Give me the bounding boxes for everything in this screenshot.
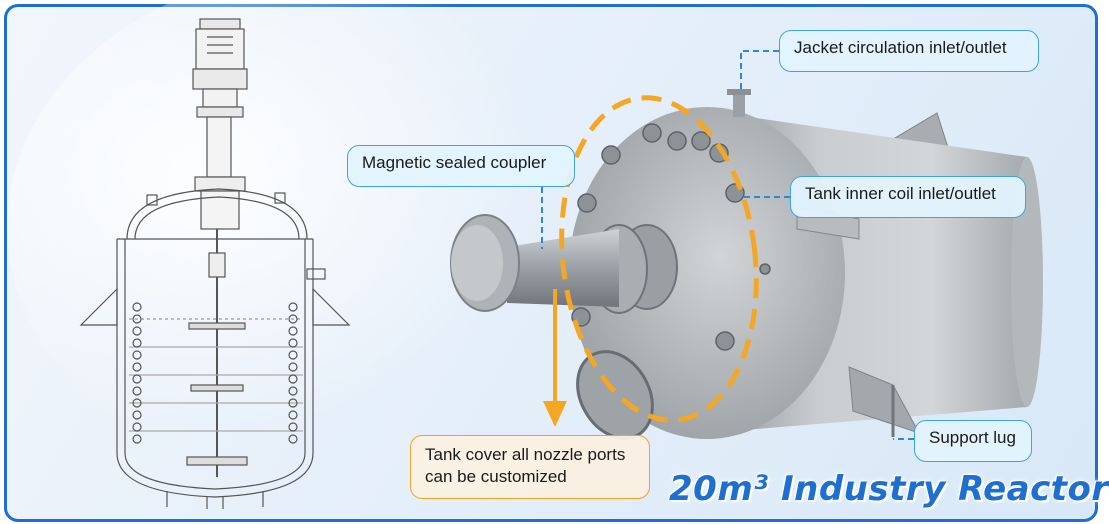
leader-jacket <box>740 50 779 89</box>
callout-jacket-circulation: Jacket circulation inlet/outlet <box>779 30 1039 72</box>
callout-nozzle-line2: can be customized <box>425 467 567 486</box>
diagram-frame: Jacket circulation inlet/outlet Magnetic… <box>4 0 1109 522</box>
callout-support-lug: Support lug <box>914 420 1032 462</box>
inner-coil-drawing <box>132 302 298 444</box>
product-title: 20m³ Industry Reactor <box>669 469 1109 509</box>
reactor-line-drawing <box>79 18 351 509</box>
down-arrow-icon <box>543 289 567 427</box>
leader-lines <box>541 50 914 440</box>
nozzle-highlight-ring <box>559 95 759 423</box>
background-glow <box>7 0 667 487</box>
callout-inner-coil: Tank inner coil inlet/outlet <box>790 176 1026 218</box>
callout-nozzle-line1: Tank cover all nozzle ports <box>425 445 626 464</box>
callout-magnetic-coupler: Magnetic sealed coupler <box>347 145 575 187</box>
callout-nozzle-ports: Tank cover all nozzle ports can be custo… <box>410 435 650 499</box>
vessel-head <box>569 107 845 439</box>
